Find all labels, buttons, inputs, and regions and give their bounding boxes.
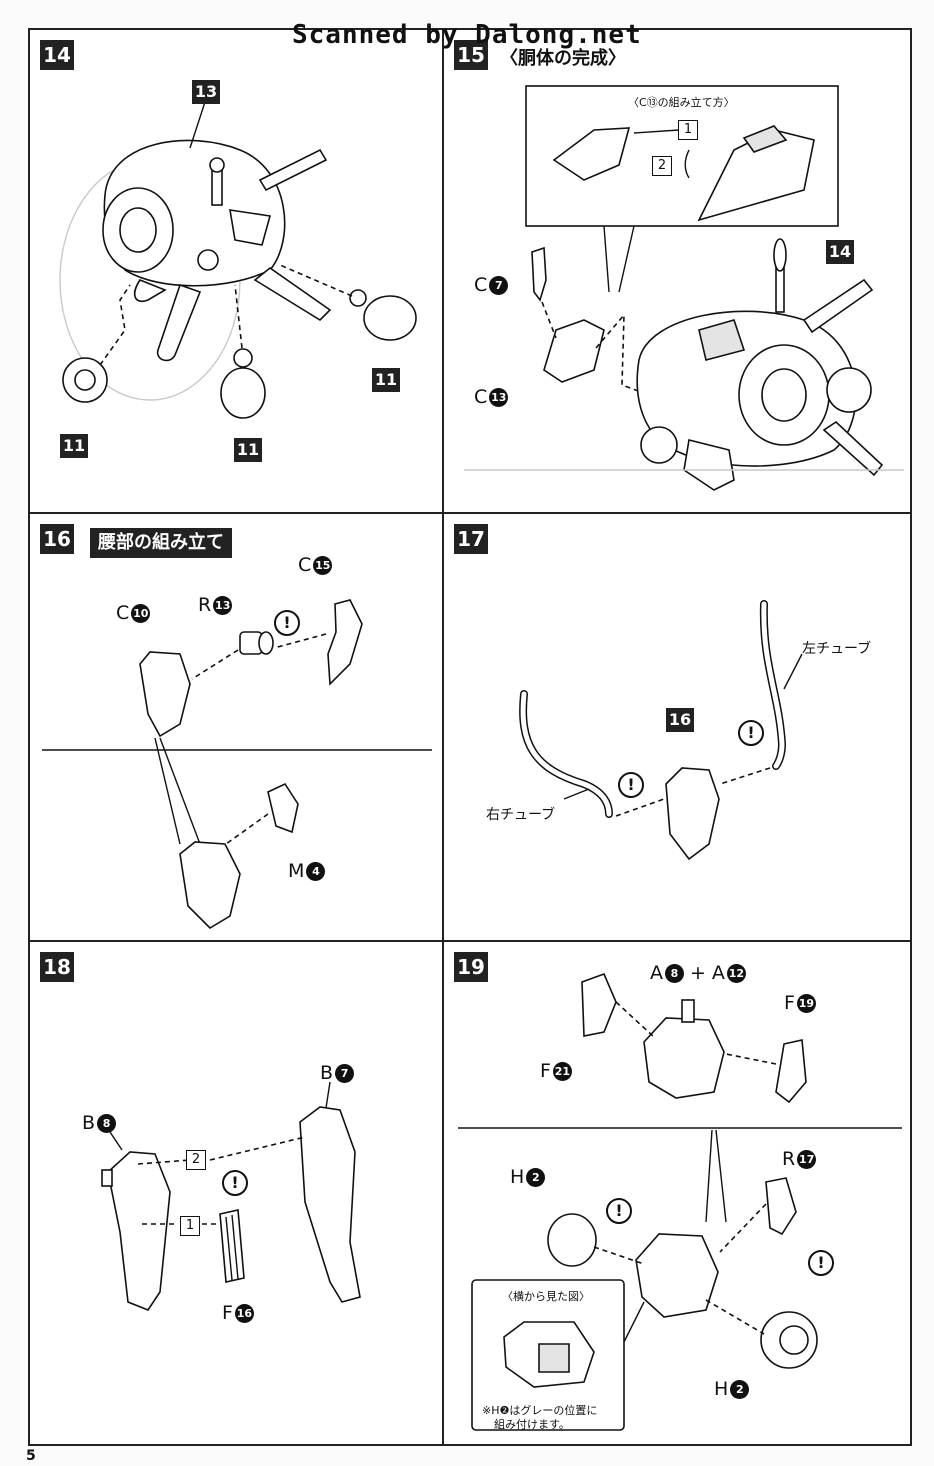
part-letter: F bbox=[222, 1302, 233, 1324]
caution-mark-right-tube: ! bbox=[618, 772, 644, 798]
part-letter: H bbox=[510, 1166, 525, 1188]
part-letter: C bbox=[298, 554, 312, 576]
part-number: 17 bbox=[797, 1149, 817, 1169]
part-letter: A bbox=[711, 962, 725, 984]
step-16-number: 16 bbox=[40, 524, 74, 554]
part-letter: B bbox=[82, 1112, 96, 1134]
part-tag-13: 13 bbox=[192, 80, 220, 104]
part-tag-11-left: 11 bbox=[60, 434, 88, 458]
part-number: 21 bbox=[552, 1061, 572, 1081]
caution-mark-h2-left: ! bbox=[606, 1198, 632, 1224]
part-letter: C bbox=[116, 602, 130, 624]
part-number: 16 bbox=[234, 1303, 254, 1323]
part-number: 19 bbox=[796, 993, 816, 1013]
caution-mark-left-tube: ! bbox=[738, 720, 764, 746]
part-number: 15 bbox=[313, 555, 333, 575]
part-tag-16: 16 bbox=[666, 708, 694, 732]
part-number: 13 bbox=[489, 387, 509, 407]
step-15-illustration bbox=[464, 85, 904, 491]
step-17-number: 17 bbox=[454, 524, 488, 554]
step-18-illustration bbox=[101, 1081, 361, 1311]
part-number: 12 bbox=[726, 963, 746, 983]
plus-sign: + bbox=[690, 962, 706, 984]
part-number: 2 bbox=[526, 1167, 546, 1187]
step-15-title: 〈胴体の完成〉 bbox=[500, 48, 626, 69]
part-tag-11-right: 11 bbox=[372, 368, 400, 392]
side-view-note-line1: ※H❷はグレーの位置に bbox=[482, 1404, 598, 1417]
sequence-2: 2 bbox=[186, 1150, 206, 1170]
part-letter: A bbox=[650, 962, 663, 984]
step-15-number: 15 bbox=[454, 40, 488, 70]
caution-mark: ! bbox=[222, 1170, 248, 1196]
step-17-panel: 17 16 左チューブ 右チューブ ! ! bbox=[442, 512, 912, 942]
left-tube-label: 左チューブ bbox=[802, 641, 872, 657]
step-16-illustration bbox=[42, 599, 432, 930]
part-letter: M bbox=[288, 860, 305, 882]
side-view-note-line2: 組み付けます。 bbox=[494, 1418, 570, 1431]
part-number: 10 bbox=[131, 603, 151, 623]
part-letter: C bbox=[474, 386, 488, 408]
side-view-title: 〈横から見た図〉 bbox=[502, 1290, 590, 1303]
right-tube-label: 右チューブ bbox=[486, 807, 556, 823]
step-19-number: 19 bbox=[454, 952, 488, 982]
part-number: 8 bbox=[665, 963, 684, 983]
step-18-number: 18 bbox=[40, 952, 74, 982]
inset-title: 〈C⑬の組み立て方〉 bbox=[628, 96, 735, 109]
step-14-illustration bbox=[59, 101, 417, 419]
part-number: 4 bbox=[306, 861, 326, 881]
part-number: 2 bbox=[730, 1379, 750, 1399]
page-number: 5 bbox=[26, 1448, 36, 1464]
step-19-illustration bbox=[458, 972, 902, 1431]
part-letter: C bbox=[474, 274, 488, 296]
part-number: 8 bbox=[97, 1113, 117, 1133]
caution-mark-h2-right: ! bbox=[808, 1250, 834, 1276]
part-number: 13 bbox=[213, 595, 233, 615]
inset-step-1: 1 bbox=[678, 120, 698, 140]
part-letter: B bbox=[320, 1062, 334, 1084]
part-number: 7 bbox=[489, 275, 509, 295]
part-tag-14: 14 bbox=[826, 240, 854, 264]
sequence-1: 1 bbox=[180, 1216, 200, 1236]
part-letter: R bbox=[198, 594, 212, 616]
part-letter: R bbox=[782, 1148, 796, 1170]
part-tag-11-center: 11 bbox=[234, 438, 262, 462]
inset-step-2: 2 bbox=[652, 156, 672, 176]
part-letter: F bbox=[784, 992, 795, 1014]
step-16-title: 腰部の組み立て bbox=[90, 528, 232, 558]
step-14-number: 14 bbox=[40, 40, 74, 70]
part-letter: F bbox=[540, 1060, 551, 1082]
scan-watermark: Scanned by Dalong.net bbox=[292, 20, 642, 50]
caution-mark: ! bbox=[274, 610, 300, 636]
step-17-illustration bbox=[519, 600, 803, 861]
step-14-panel: 14 13 11 11 11 bbox=[28, 28, 444, 514]
part-letter: H bbox=[714, 1378, 729, 1400]
part-number: 7 bbox=[335, 1063, 355, 1083]
